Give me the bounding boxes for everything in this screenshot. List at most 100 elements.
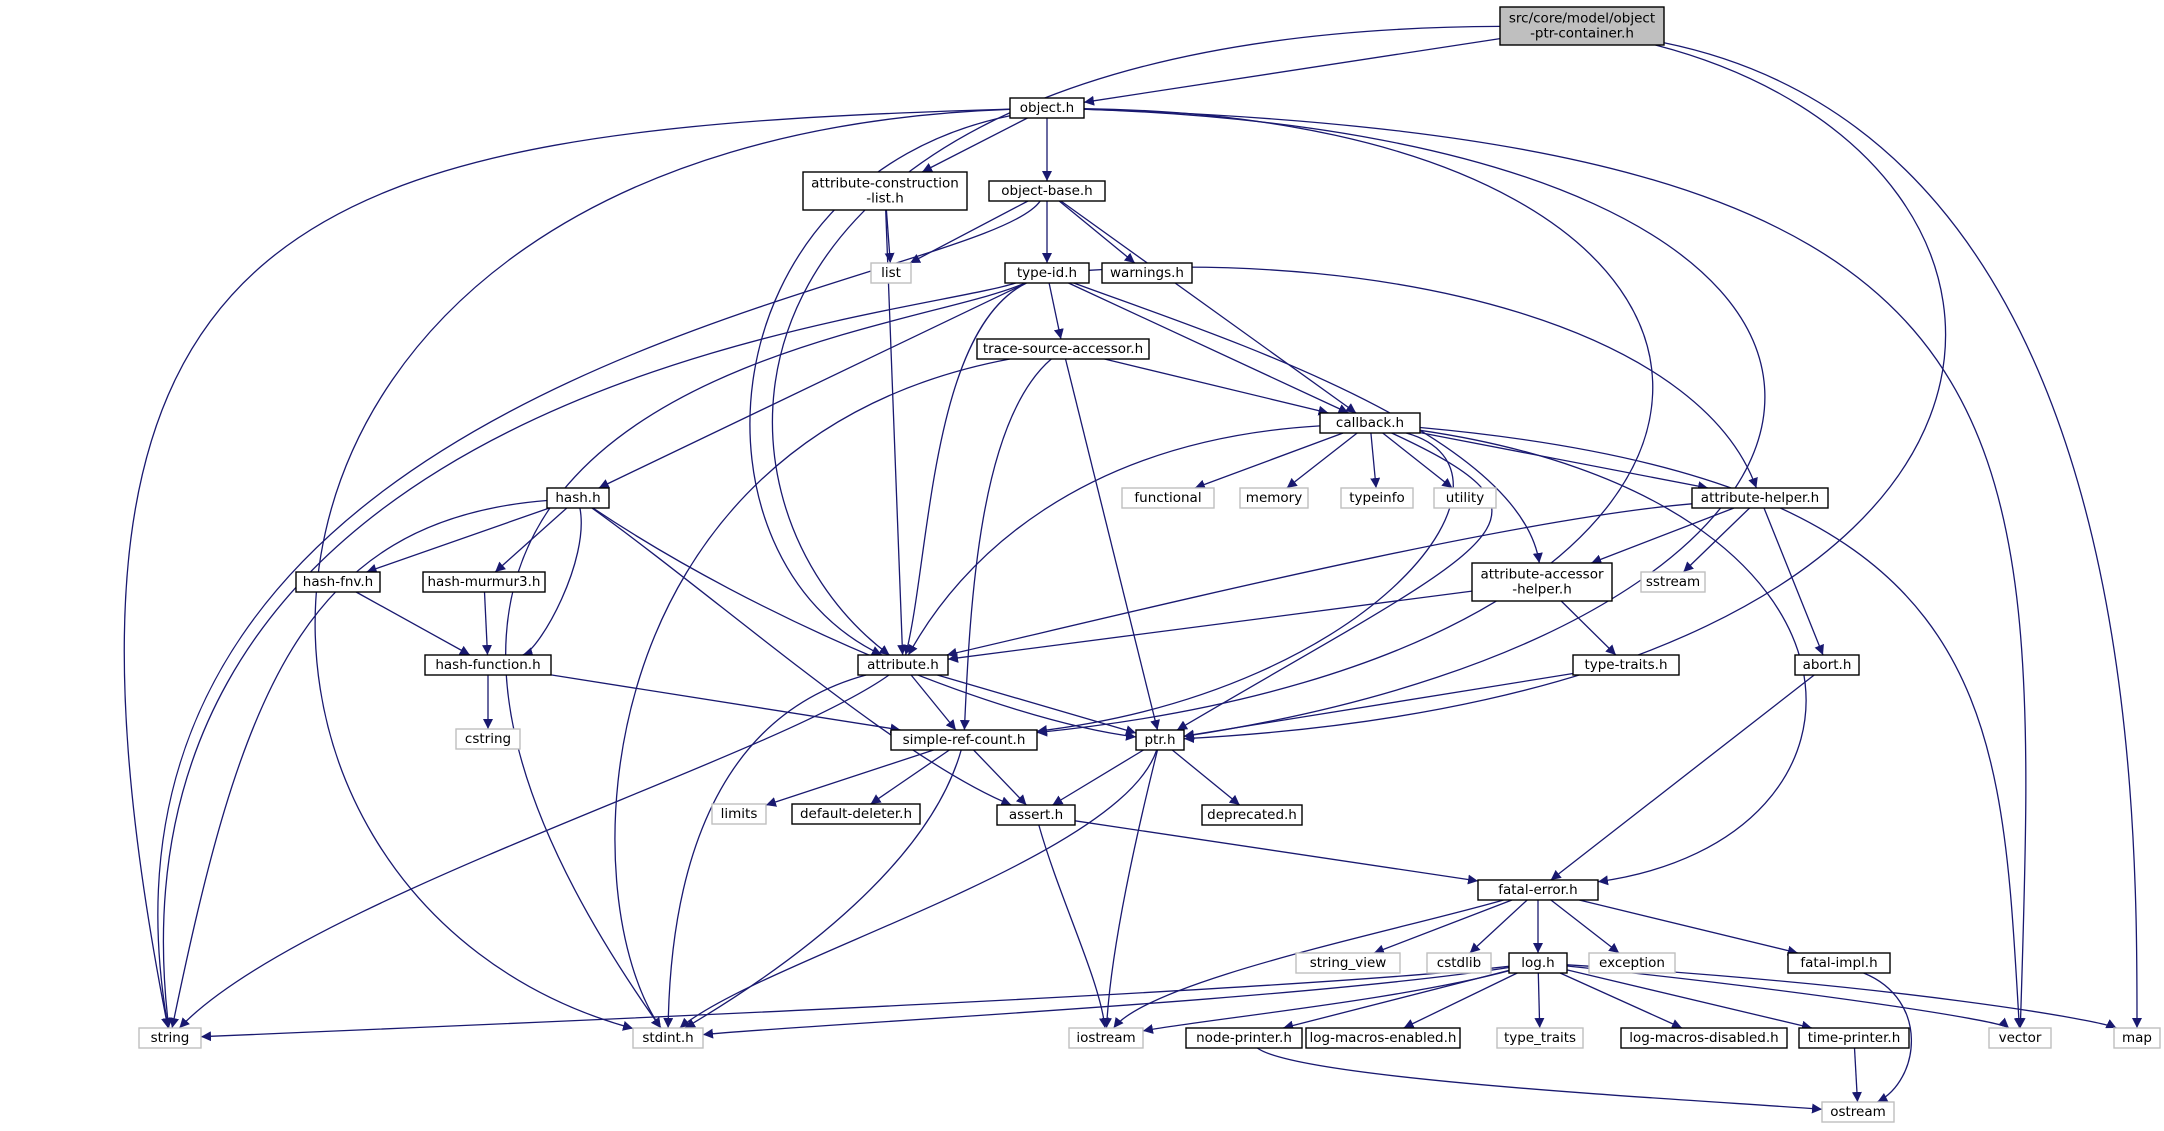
node-fatalimpl[interactable]: fatal-impl.h <box>1787 952 1891 974</box>
node-timeprinter[interactable]: time-printer.h <box>1798 1027 1910 1049</box>
node-box <box>1101 262 1193 284</box>
node-box <box>1009 97 1085 119</box>
edge-callback-to-vector <box>1419 426 2024 1029</box>
node-memory: memory <box>1239 487 1309 509</box>
edge-attribute-to-string <box>178 674 890 1029</box>
node-label: time-printer.h <box>1808 1030 1901 1046</box>
node-label: list <box>881 265 901 281</box>
edge-hash-to-assert <box>591 507 1012 806</box>
node-box <box>1794 654 1860 676</box>
node-box <box>1340 487 1414 509</box>
node-box <box>138 1027 202 1049</box>
edge-tsa-to-src <box>959 358 1052 731</box>
node-defdel[interactable]: default-deleter.h <box>791 803 921 825</box>
node-label: hash-murmur3.h <box>427 574 540 590</box>
edge-typeid-to-attribute <box>903 282 1027 656</box>
node-attribute[interactable]: attribute.h <box>857 654 949 676</box>
edge-typeid-to-hash <box>598 282 1027 489</box>
node-cstring: cstring <box>455 728 521 750</box>
node-label: utility <box>1446 490 1484 506</box>
node-deprecated[interactable]: deprecated.h <box>1201 804 1303 826</box>
node-lme[interactable]: log-macros-enabled.h <box>1305 1027 1461 1049</box>
node-label: attribute-construction <box>811 176 959 192</box>
node-box <box>1691 487 1829 509</box>
node-box <box>890 729 1038 751</box>
node-hashmm3[interactable]: hash-murmur3.h <box>422 571 546 593</box>
node-box <box>2113 1027 2161 1049</box>
node-box <box>1798 1027 1910 1049</box>
edge-objbase-to-warnings <box>1058 200 1136 264</box>
node-ostream: ostream <box>1821 1101 1895 1123</box>
node-aacc[interactable]: attribute-accessor-helper.h <box>1471 562 1613 602</box>
node-box <box>1068 1027 1144 1049</box>
node-hashfunc[interactable]: hash-function.h <box>424 654 552 676</box>
node-box <box>1572 654 1680 676</box>
node-warnings[interactable]: warnings.h <box>1101 262 1193 284</box>
node-src[interactable]: simple-ref-count.h <box>890 729 1038 751</box>
node-utility: utility <box>1433 487 1497 509</box>
edge-ahelper-to-attribute <box>946 503 1693 658</box>
node-box <box>424 654 552 676</box>
node-ahelper[interactable]: attribute-helper.h <box>1691 487 1829 509</box>
node-label: object.h <box>1020 100 1074 116</box>
edge-src-to-defdel <box>870 749 950 805</box>
edge-hash-to-ptr <box>592 507 1137 741</box>
edge-object-to-stdint <box>314 108 1011 1031</box>
node-root[interactable]: src/core/model/object-ptr-container.h <box>1499 6 1665 46</box>
node-box <box>1640 571 1706 593</box>
node-cstdlib: cstdlib <box>1426 952 1492 974</box>
edge-log-to-iostream <box>1142 970 1510 1034</box>
node-hash[interactable]: hash.h <box>546 487 610 509</box>
node-label: typeinfo <box>1349 490 1404 506</box>
edge-abort-to-fatal <box>1550 674 1815 881</box>
node-box <box>1508 952 1568 974</box>
node-fatal[interactable]: fatal-error.h <box>1477 879 1599 901</box>
node-label: fatal-impl.h <box>1800 955 1877 971</box>
edge-callback-to-src <box>1036 432 1454 735</box>
edge-typeid-to-ahelper <box>1088 266 1758 489</box>
node-abort[interactable]: abort.h <box>1794 654 1860 676</box>
node-box <box>1821 1101 1895 1123</box>
node-lmd[interactable]: log-macros-disabled.h <box>1620 1027 1788 1049</box>
node-tsa[interactable]: trace-source-accessor.h <box>976 338 1150 360</box>
node-box <box>1988 1027 2052 1049</box>
node-nodeprinter[interactable]: node-printer.h <box>1185 1027 1303 1049</box>
node-object[interactable]: object.h <box>1009 97 1085 119</box>
node-label: map <box>2122 1030 2152 1046</box>
edge-attribute-to-ptr <box>937 674 1137 735</box>
edges-layer <box>123 25 2143 1114</box>
edge-object-to-ptr <box>1083 108 1766 740</box>
node-hashfnv[interactable]: hash-fnv.h <box>295 571 381 593</box>
edge-log-to-string <box>200 965 1510 1042</box>
node-box <box>1201 804 1303 826</box>
node-box <box>1121 487 1215 509</box>
node-label: -helper.h <box>1512 582 1572 598</box>
edge-acl-to-attribute <box>885 209 908 656</box>
node-typeid[interactable]: type-id.h <box>1004 262 1090 284</box>
node-typetraitsh[interactable]: type-traits.h <box>1572 654 1680 676</box>
node-label: functional <box>1134 490 1201 506</box>
edge-aacc-to-typetraitsh <box>1560 600 1617 656</box>
node-log[interactable]: log.h <box>1508 952 1568 974</box>
node-objbase[interactable]: object-base.h <box>988 180 1106 202</box>
node-box <box>857 654 949 676</box>
node-typeinfo: typeinfo <box>1340 487 1414 509</box>
node-callback[interactable]: callback.h <box>1319 412 1421 434</box>
node-stringview: string_view <box>1295 952 1401 974</box>
node-label: sstream <box>1646 574 1700 590</box>
node-assert[interactable]: assert.h <box>996 804 1076 826</box>
node-ptr[interactable]: ptr.h <box>1135 729 1185 751</box>
edge-fatal-to-fatalimpl <box>1579 899 1798 956</box>
node-box <box>802 171 968 211</box>
node-string: string <box>138 1027 202 1049</box>
node-label: stdint.h <box>642 1030 693 1046</box>
node-label: object-base.h <box>1001 183 1093 199</box>
node-sstream: sstream <box>1640 571 1706 593</box>
node-box <box>1426 952 1492 974</box>
node-acl[interactable]: attribute-construction-list.h <box>802 171 968 211</box>
edge-callback-to-memory <box>1286 432 1358 489</box>
edge-log-to-typetraits <box>1534 972 1545 1029</box>
edge-typetraitsh-to-ptr <box>1183 672 1574 740</box>
node-box <box>1499 6 1665 46</box>
edge-objbase-to-callback <box>1060 200 1357 414</box>
